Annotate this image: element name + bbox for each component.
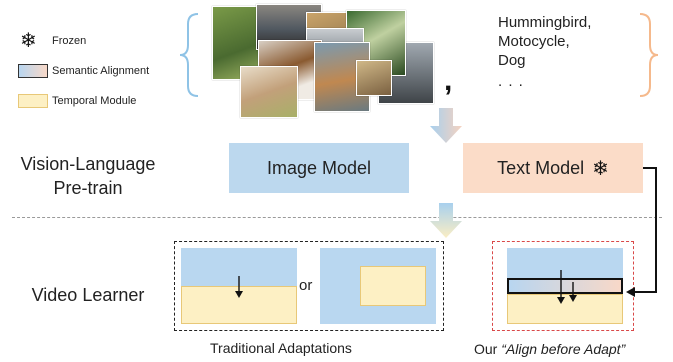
stage-label-pretrain-line1: Vision-Language	[20, 154, 156, 174]
flow-arrow-icon	[235, 276, 243, 298]
text-model-label: Text Model	[497, 157, 585, 178]
legend-label-frozen: Frozen	[52, 35, 87, 47]
image-model-label: Image Model	[266, 157, 372, 178]
image-model-box: Image Model	[229, 143, 409, 193]
temporal-module-block-inset	[360, 266, 426, 306]
stage-label-pretrain-line2: Pre-train	[53, 178, 123, 198]
semantic-alignment-block	[507, 278, 623, 294]
caption-traditional-adaptations: Traditional Adaptations	[210, 340, 352, 356]
caption-ours-italic: “Align before Adapt”	[501, 341, 626, 357]
class-motocycle: Motocycle,	[498, 33, 570, 50]
adaptation-option-inset	[320, 248, 436, 324]
stage-label-video-learner: Video Learner	[31, 285, 145, 305]
down-arrow-video	[430, 203, 462, 238]
caption-ours-prefix: Our	[474, 341, 502, 357]
caption-ours: Our “Align before Adapt”	[474, 341, 625, 357]
class-hummingbird: Hummingbird,	[498, 14, 592, 31]
traditional-adaptations-group: or	[174, 241, 444, 331]
section-divider	[12, 217, 662, 218]
image-collage	[210, 4, 436, 118]
stage-label-pretrain: Vision-Language Pre-train	[4, 152, 172, 200]
right-brace	[639, 13, 659, 97]
or-label: or	[299, 277, 313, 294]
class-names: Hummingbird, Motocycle, Dog . . .	[498, 13, 628, 91]
ours-align-before-adapt-group	[492, 241, 634, 331]
temporal-module-swatch	[18, 94, 48, 108]
text-model-connector	[626, 167, 657, 297]
photo-nature	[212, 6, 262, 80]
class-ellipsis: . . .	[498, 73, 524, 90]
text-model-box: Text Model ❄	[463, 143, 643, 193]
left-brace	[179, 13, 199, 97]
legend-label-temporal-module: Temporal Module	[52, 95, 137, 107]
comma-separator: ,	[444, 64, 453, 97]
snowflake-icon: ❄	[592, 157, 609, 180]
photo-bird-small	[356, 60, 392, 96]
legend: ❄ Frozen Semantic Alignment Temporal Mod…	[12, 30, 182, 115]
down-arrow-pretrain	[430, 108, 462, 143]
legend-label-semantic-alignment: Semantic Alignment	[52, 65, 150, 77]
flow-arrows-icon	[557, 270, 577, 304]
snowflake-icon: ❄	[20, 30, 37, 52]
class-dog: Dog	[498, 52, 526, 69]
photo-dog-puppy	[240, 66, 298, 118]
adaptation-option-stacked	[181, 248, 297, 324]
semantic-alignment-swatch	[18, 64, 48, 78]
temporal-module-block-ours	[507, 294, 623, 324]
